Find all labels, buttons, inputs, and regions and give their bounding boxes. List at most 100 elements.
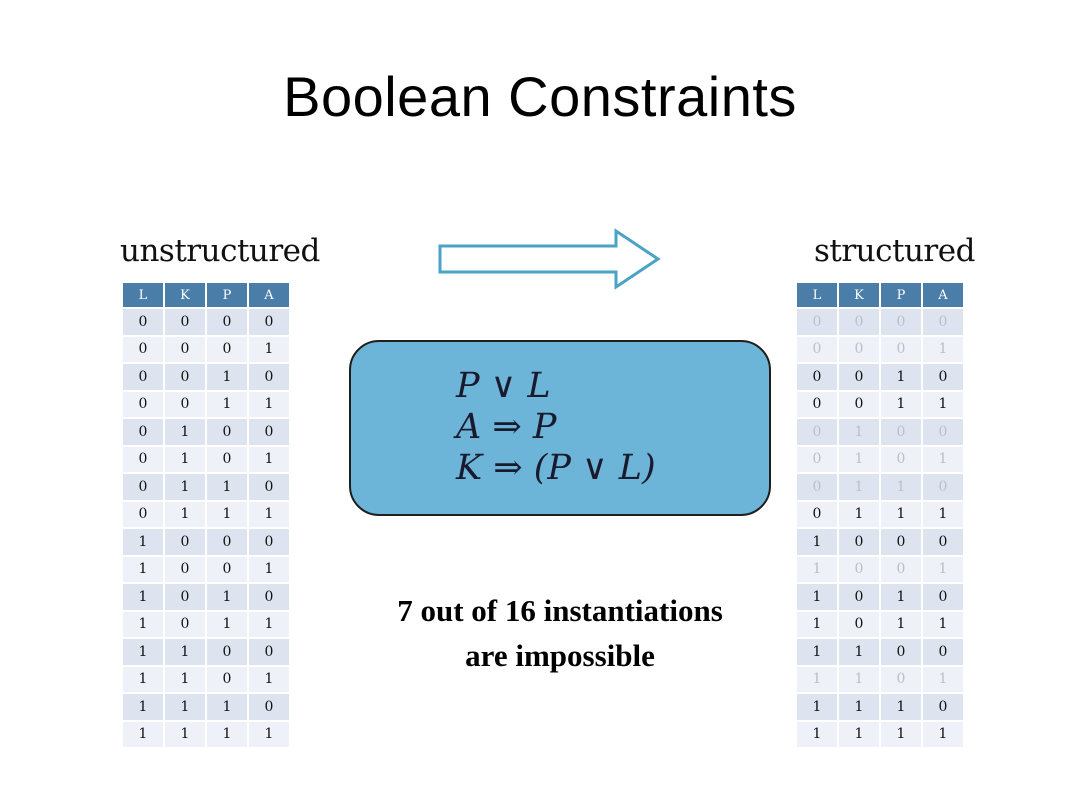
right-arrow-outline-icon (438, 228, 661, 290)
table-cell: 1 (165, 446, 205, 472)
table-cell: 1 (923, 721, 963, 747)
table-cell: 0 (165, 611, 205, 637)
table-cell: 0 (797, 501, 837, 527)
table-cell: 0 (249, 584, 289, 610)
table-cell: 0 (207, 419, 247, 445)
table-cell: 1 (881, 584, 921, 610)
table-cell: 0 (165, 556, 205, 582)
table-cell: 1 (123, 584, 163, 610)
table-cell: 0 (839, 336, 879, 362)
table-cell: 1 (881, 391, 921, 417)
table-cell: 0 (207, 309, 247, 335)
table-cell: 1 (797, 666, 837, 692)
table-cell: 1 (839, 721, 879, 747)
table-cell: 0 (165, 336, 205, 362)
table-cell: 1 (839, 694, 879, 720)
table-cell: 0 (881, 556, 921, 582)
table-cell: 0 (123, 501, 163, 527)
constraints-box: P ∨ L A ⇒ P K ⇒ (P ∨ L) (349, 340, 771, 516)
table-cell: 1 (839, 446, 879, 472)
table-cell: 1 (839, 666, 879, 692)
table-cell: 0 (839, 391, 879, 417)
table-cell: 0 (923, 419, 963, 445)
table-cell: 0 (839, 584, 879, 610)
table-cell: 1 (839, 501, 879, 527)
table-cell: 1 (123, 721, 163, 747)
table-cell: 1 (207, 721, 247, 747)
table-cell: 1 (123, 666, 163, 692)
table-cell: 1 (797, 721, 837, 747)
table-cell: 0 (249, 529, 289, 555)
table-cell: 1 (165, 474, 205, 500)
table-cell: 1 (207, 694, 247, 720)
table-cell: 1 (923, 611, 963, 637)
table-cell: 0 (923, 309, 963, 335)
table-cell: 1 (923, 556, 963, 582)
table-cell: 1 (839, 639, 879, 665)
table-cell: 0 (923, 584, 963, 610)
table-cell: 0 (881, 529, 921, 555)
table-cell: 1 (249, 721, 289, 747)
table-cell: 1 (249, 336, 289, 362)
table-cell: 0 (881, 419, 921, 445)
table-cell: 1 (123, 611, 163, 637)
table-cell: 0 (123, 309, 163, 335)
table-cell: 1 (249, 666, 289, 692)
table-cell: 0 (839, 556, 879, 582)
table-cell: 1 (165, 419, 205, 445)
table-cell: 0 (207, 639, 247, 665)
column-header: P (207, 283, 247, 307)
table-cell: 1 (165, 694, 205, 720)
table-cell: 1 (923, 446, 963, 472)
table-cell: 0 (165, 584, 205, 610)
table-cell: 1 (165, 501, 205, 527)
table-cell: 0 (881, 309, 921, 335)
table-cell: 0 (797, 474, 837, 500)
table-cell: 1 (165, 666, 205, 692)
table-cell: 0 (923, 364, 963, 390)
constraint-formula: K ⇒ (P ∨ L) (456, 448, 656, 488)
table-cell: 1 (249, 446, 289, 472)
table-cell: 0 (165, 391, 205, 417)
table-cell: 1 (123, 529, 163, 555)
table-cell: 0 (123, 391, 163, 417)
table-cell: 0 (881, 666, 921, 692)
table-cell: 1 (207, 474, 247, 500)
column-header: L (797, 283, 837, 307)
table-cell: 0 (881, 446, 921, 472)
table-cell: 0 (123, 419, 163, 445)
impossibility-note-line-2: are impossible (465, 638, 655, 673)
table-cell: 1 (881, 721, 921, 747)
table-cell: 1 (249, 556, 289, 582)
table-cell: 1 (797, 529, 837, 555)
table-cell: 0 (797, 419, 837, 445)
table-cell: 1 (123, 556, 163, 582)
table-cell: 1 (165, 639, 205, 665)
table-cell: 1 (207, 364, 247, 390)
table-cell: 1 (123, 694, 163, 720)
table-cell: 0 (839, 309, 879, 335)
table-cell: 1 (881, 364, 921, 390)
